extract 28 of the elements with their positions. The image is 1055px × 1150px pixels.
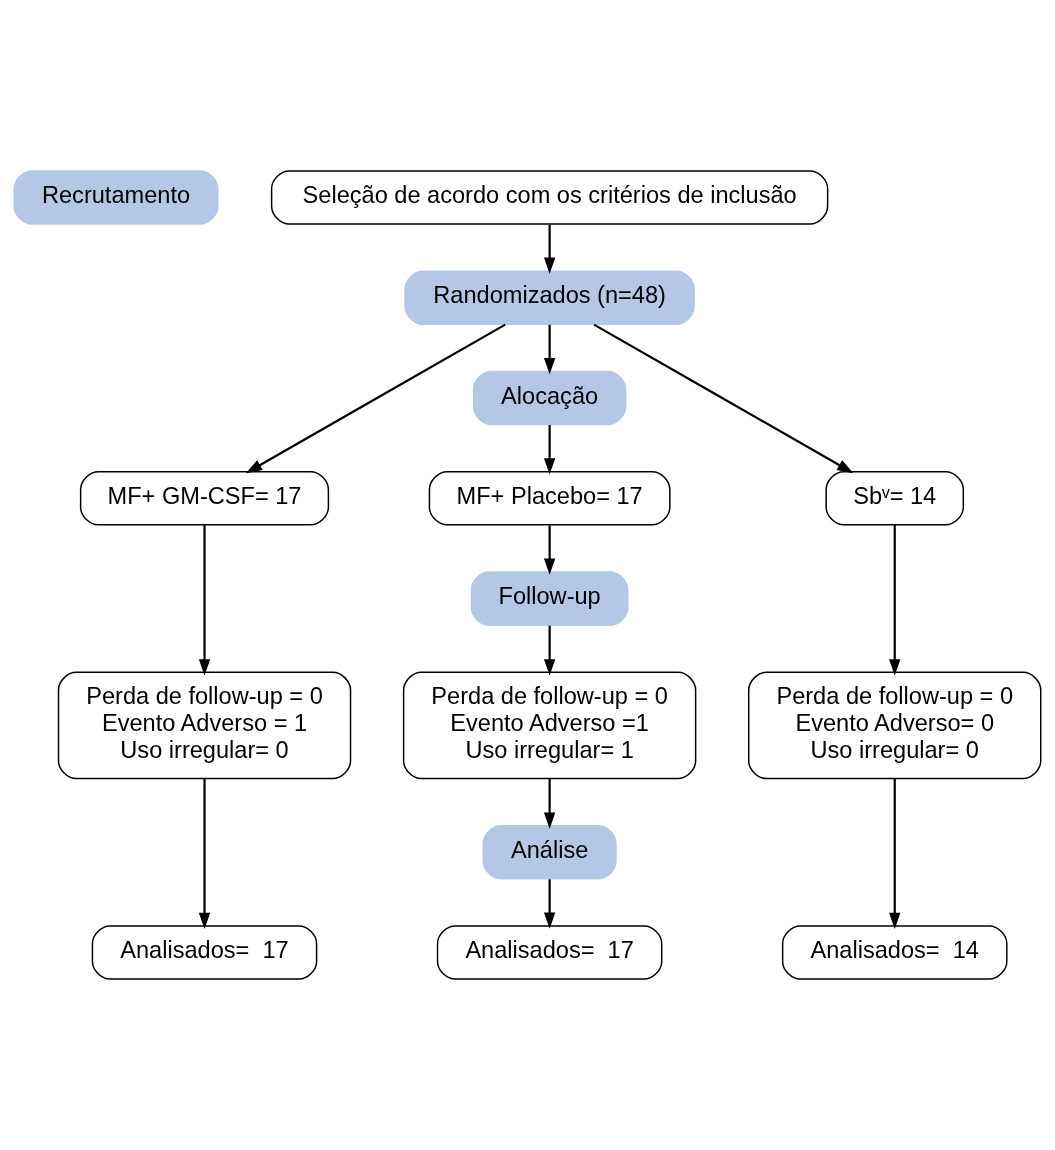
node-box: Perda de follow-up = 0 Evento Adverso =1 Uso irregular= 1 — [402, 671, 697, 780]
node-box: Sbᵛ= 14 — [825, 471, 965, 526]
arrow — [543, 625, 556, 676]
arrow — [543, 879, 556, 929]
arrow — [543, 425, 556, 475]
arrow — [543, 778, 556, 829]
arrow — [889, 778, 901, 930]
node-box: MF+ GM-CSF= 17 — [79, 471, 330, 526]
node-box: Analisados= 17 — [436, 925, 663, 980]
arrow — [245, 323, 506, 474]
arrow — [198, 778, 211, 930]
arrow — [543, 224, 556, 274]
arrow — [198, 525, 211, 676]
node-box: Randomizados (n=48) — [404, 270, 695, 325]
node-box: Alocação — [472, 370, 627, 426]
arrow — [889, 525, 901, 676]
node-box: Analisados= 17 — [91, 925, 318, 980]
node-box: Recrutamento — [13, 170, 219, 225]
node-box: Analisados= 14 — [781, 925, 1008, 980]
node-box: Seleção de acordo com os critérios de inclusão — [270, 170, 829, 225]
node-box: MF+ Placebo= 17 — [428, 471, 671, 526]
node-box: Perda de follow-up = 0 Evento Adverso= 0 Uso irregular= 0 — [748, 671, 1042, 780]
arrow — [543, 324, 556, 375]
node-box: Análise — [482, 825, 617, 880]
arrow — [593, 323, 854, 474]
node-box: Perda de follow-up = 0 Evento Adverso = 1 Uso irregular= 0 — [57, 671, 352, 780]
node-box: Follow-up — [470, 571, 629, 626]
arrow — [543, 525, 556, 575]
